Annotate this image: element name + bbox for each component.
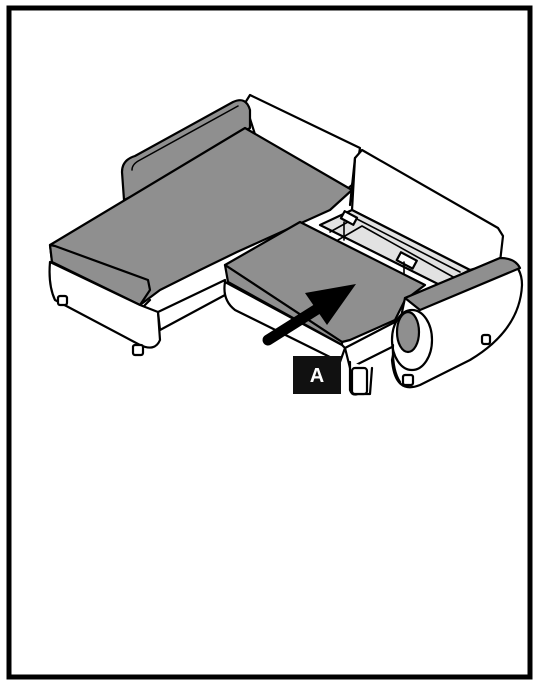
step-label: A <box>293 356 341 394</box>
pullout-base <box>223 280 398 396</box>
armrest-leg <box>480 333 492 346</box>
chaise-base <box>48 260 227 357</box>
push-arrow-icon <box>262 284 356 346</box>
step-label-background <box>293 356 341 394</box>
chaise-leg <box>56 294 69 307</box>
chaise-leg <box>131 343 145 357</box>
sofa-illustration <box>48 93 524 396</box>
left-armrest <box>120 99 252 202</box>
step-label-text: A <box>310 365 324 387</box>
pullout-leg <box>350 366 369 396</box>
frame-bracket <box>339 210 359 226</box>
armrest-leg <box>401 373 415 387</box>
pullout-cushion <box>223 220 427 352</box>
right-armrest <box>390 256 524 389</box>
